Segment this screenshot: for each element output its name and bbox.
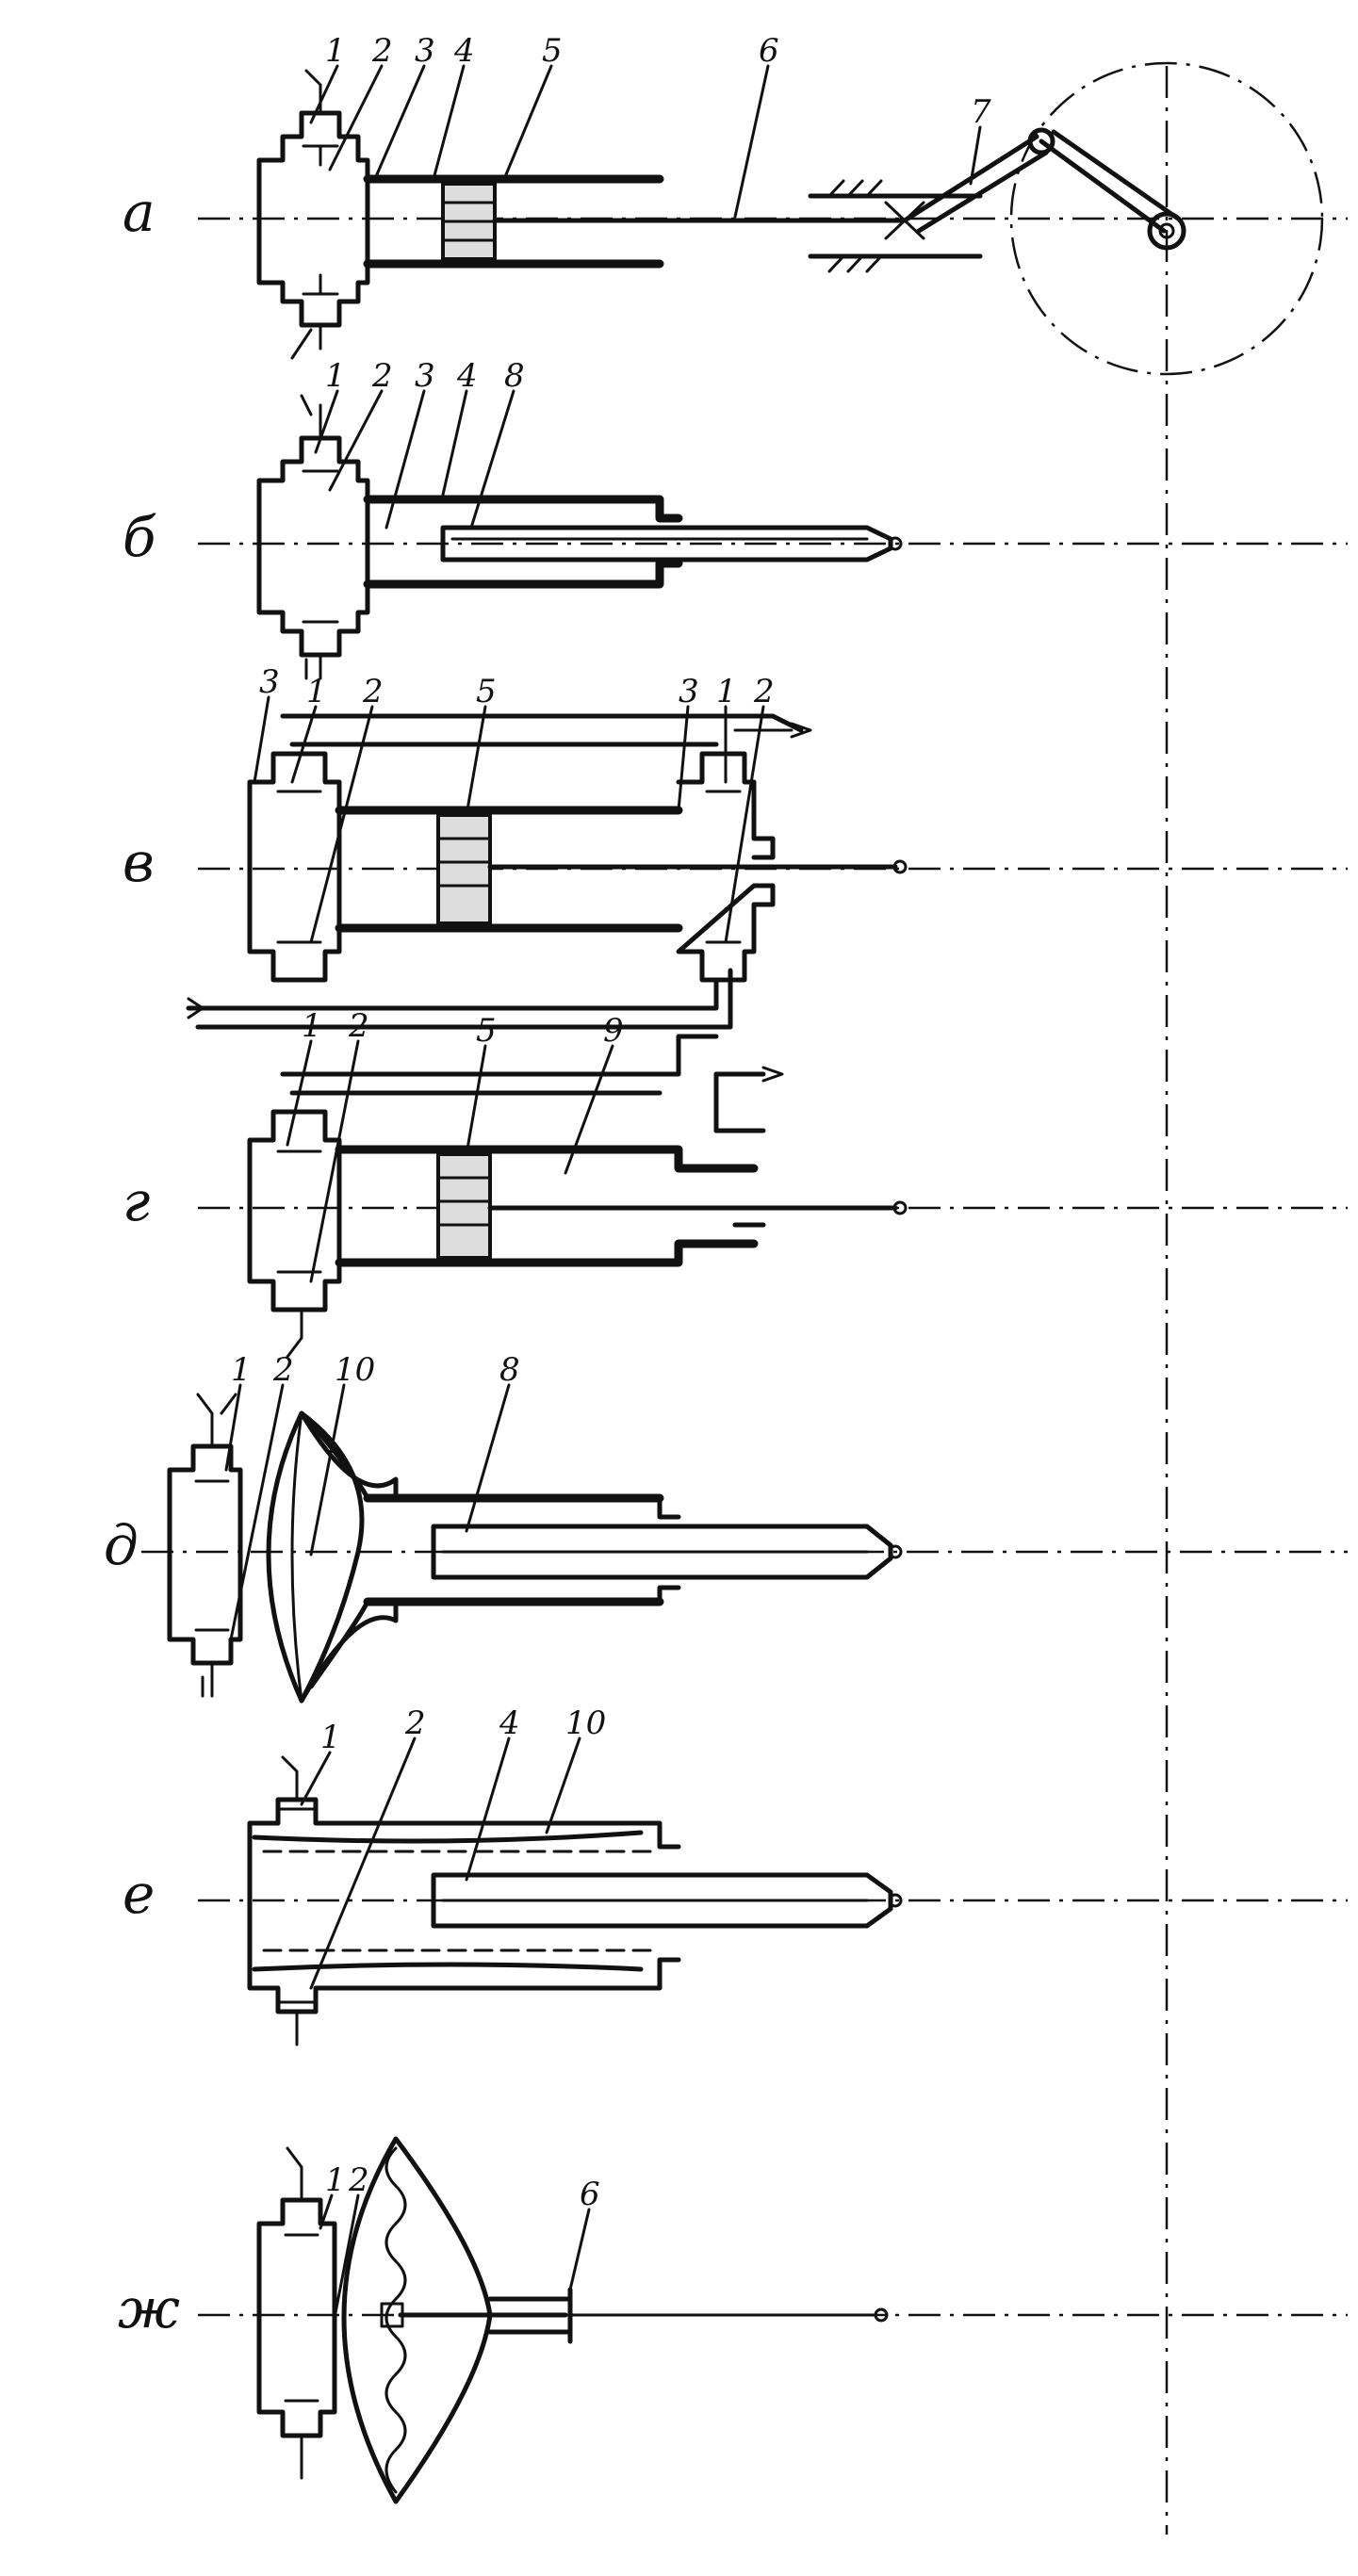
crank-circle-a <box>1009 61 1324 376</box>
scheme-g: г 1 2 5 9 <box>123 1007 1348 1359</box>
part-number-label: 8 <box>499 1351 520 1389</box>
part-number-label: 8 <box>504 357 525 395</box>
row-label-d: д <box>104 1513 139 1577</box>
part-number-label: 3 <box>259 663 280 701</box>
row-label-b: б <box>123 505 156 569</box>
part-number-label: 1 <box>306 673 327 710</box>
part-number-label: 1 <box>320 1719 341 1756</box>
part-number-label: 1 <box>325 2161 346 2199</box>
part-number-label: 2 <box>753 673 775 710</box>
scheme-d: д 1 2 10 8 <box>104 1351 1348 1704</box>
part-number-label: 6 <box>759 32 779 70</box>
part-number-label: 5 <box>476 1012 497 1050</box>
cylinder-a <box>363 174 664 269</box>
part-number-label: 10 <box>565 1704 606 1742</box>
part-number-label: 2 <box>404 1704 426 1742</box>
crank-a <box>1039 139 1167 234</box>
part-number-label: 1 <box>302 1007 322 1045</box>
part-number-label: 4 <box>453 32 475 70</box>
scheme-v: в 3 1 2 5 3 1 2 <box>123 663 1348 1030</box>
part-number-label: 1 <box>325 32 346 70</box>
part-number-label: 10 <box>335 1351 375 1389</box>
part-number-label: 2 <box>272 1351 294 1389</box>
row-label-g: г <box>123 1169 150 1233</box>
part-number-label: 2 <box>371 357 393 395</box>
part-number-label: 2 <box>348 2161 369 2199</box>
part-number-label: 2 <box>348 1007 369 1045</box>
part-number-label: 1 <box>231 1351 252 1389</box>
part-number-label: 2 <box>371 32 393 70</box>
part-number-label: 3 <box>679 673 699 710</box>
part-number-label: 4 <box>456 357 478 395</box>
part-number-label: 1 <box>325 357 346 395</box>
part-number-label: 3 <box>415 357 435 395</box>
scheme-e: е 1 2 4 10 <box>123 1704 1348 2046</box>
row-label-v: в <box>123 830 155 894</box>
part-number-label: 5 <box>542 32 563 70</box>
row-label-zh: ж <box>118 2276 180 2340</box>
part-number-label: 5 <box>476 673 497 710</box>
valve-block-a <box>256 110 370 328</box>
part-number-label: 1 <box>716 673 737 710</box>
part-number-label: 3 <box>415 32 435 70</box>
elastic-sleeve-e <box>252 1830 644 1972</box>
part-number-label: 9 <box>603 1012 624 1050</box>
part-number-label: 6 <box>580 2176 600 2213</box>
scheme-b: б 1 2 3 4 8 <box>123 357 1348 680</box>
manifold-v <box>186 713 804 1030</box>
part-number-label: 4 <box>499 1704 520 1742</box>
row-label-a: а <box>123 180 155 244</box>
scheme-a: а 1 2 3 4 5 <box>123 32 1348 376</box>
part-number-label: 7 <box>971 93 991 131</box>
part-number-label: 2 <box>362 673 384 710</box>
scheme-zh: ж 1 2 6 <box>118 2136 1348 2504</box>
row-label-e: е <box>123 1862 155 1926</box>
